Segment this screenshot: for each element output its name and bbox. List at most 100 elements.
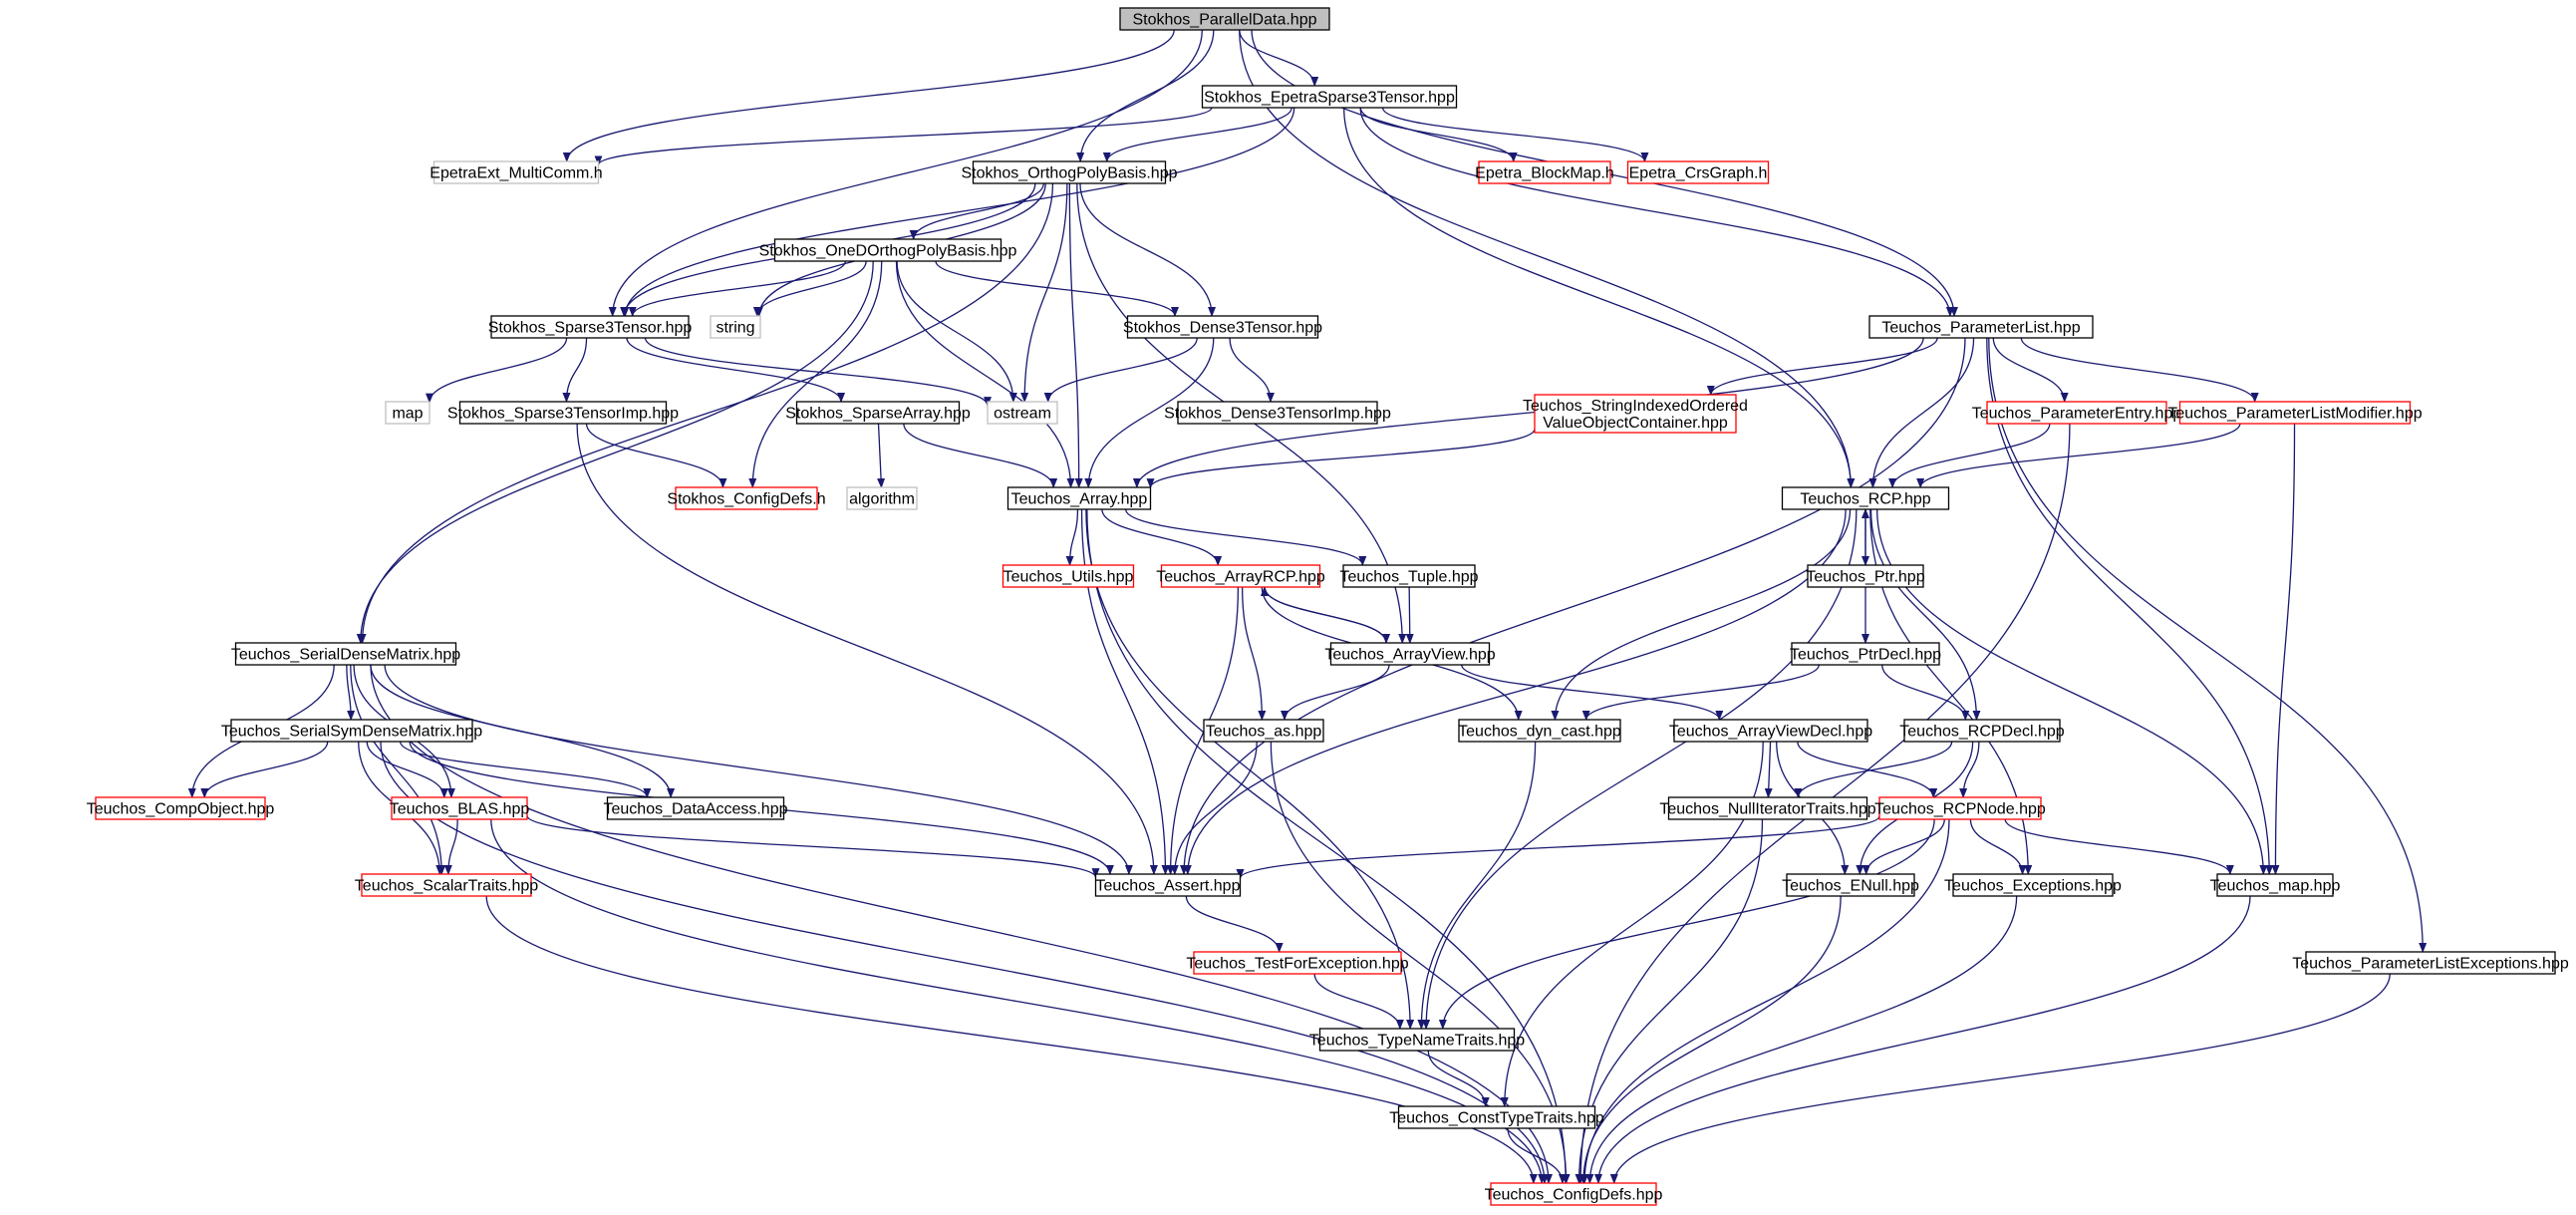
edge-n0-to-n1	[1239, 29, 1319, 87]
graph-node-n34[interactable]: Teuchos_RCPDecl.hpp	[1899, 719, 2065, 743]
edge-n21-to-n41	[1080, 508, 1170, 875]
graph-node-n5[interactable]: Epetra_CrsGraph.h	[1626, 160, 1770, 184]
edge-n6-to-n8	[752, 260, 867, 317]
node-label: Teuchos_RCPDecl.hpp	[1899, 724, 2065, 741]
edge-n39-to-n44	[2004, 818, 2234, 875]
graph-node-n19: algorithm	[846, 486, 918, 510]
graph-node-n42[interactable]: Teuchos_ENull.hpp	[1782, 873, 1919, 897]
graph-node-n24[interactable]: Teuchos_ArrayRCP.hpp	[1156, 564, 1325, 588]
graph-node-n31[interactable]: Teuchos_as.hpp	[1203, 719, 1324, 743]
edge-n28-to-n24	[1261, 586, 1387, 644]
edge-n7-to-n11	[426, 337, 568, 404]
edge-n28-to-n31	[1281, 664, 1390, 721]
edge-n30-to-n35	[200, 741, 329, 798]
graph-node-n10[interactable]: Teuchos_ParameterList.hpp	[1868, 315, 2094, 339]
graph-node-n47[interactable]: Teuchos_TypeNameTraits.hpp	[1309, 1028, 1526, 1052]
node-box	[1160, 564, 1321, 588]
node-box	[1094, 873, 1242, 897]
node-box	[846, 486, 918, 510]
graph-node-n49[interactable]: Teuchos_ConfigDefs.hpp	[1485, 1182, 1663, 1206]
graph-node-n29[interactable]: Teuchos_PtrDecl.hpp	[1790, 642, 1941, 666]
graph-node-n25[interactable]: Teuchos_Tuple.hpp	[1339, 564, 1479, 588]
node-box	[1458, 719, 1621, 743]
node-box	[1791, 642, 1940, 666]
edge-n3-to-n27	[358, 182, 1054, 644]
graph-node-n7[interactable]: Stokhos_Sparse3Tensor.hpp	[488, 315, 693, 339]
graph-node-n35[interactable]: Teuchos_CompObject.hpp	[87, 796, 275, 820]
node-label: Stokhos_Sparse3TensorImp.hpp	[447, 406, 679, 423]
graph-node-n14: ostream	[987, 401, 1058, 425]
graph-node-n17[interactable]: Teuchos_ParameterEntry.hpp	[1972, 401, 2182, 425]
node-box	[1667, 796, 1868, 820]
node-box	[2305, 951, 2556, 975]
edge-n3-to-n21	[1068, 182, 1083, 488]
graph-node-n4[interactable]: Epetra_BlockMap.h	[1475, 160, 1614, 184]
node-box	[490, 315, 690, 339]
graph-node-n40[interactable]: Teuchos_ScalarTraits.hpp	[355, 873, 538, 897]
graph-node-n44[interactable]: Teuchos_map.hpp	[2210, 873, 2341, 897]
edge-n27-to-n40	[350, 664, 446, 875]
node-box	[606, 796, 785, 820]
graph-node-n18[interactable]: Teuchos_ParameterListModifier.hpp	[2167, 401, 2423, 425]
edge-n30-to-n36	[366, 741, 448, 798]
graph-node-n46[interactable]: Teuchos_ParameterListExceptions.hpp	[2292, 951, 2569, 975]
graph-node-n33[interactable]: Teuchos_ArrayViewDecl.hpp	[1669, 719, 1872, 743]
node-box	[1868, 315, 2094, 339]
node-box	[1626, 160, 1770, 184]
graph-node-n23[interactable]: Teuchos_Utils.hpp	[1002, 564, 1135, 588]
graph-node-n1[interactable]: Stokhos_EpetraSparse3Tensor.hpp	[1201, 85, 1458, 109]
graph-node-n36[interactable]: Teuchos_BLAS.hpp	[390, 796, 530, 820]
graph-node-n12[interactable]: Stokhos_Sparse3TensorImp.hpp	[447, 401, 679, 425]
graph-node-n41[interactable]: Teuchos_Assert.hpp	[1094, 873, 1242, 897]
edge-n12-to-n20	[585, 423, 727, 488]
graph-node-n20[interactable]: Stokhos_ConfigDefs.h	[667, 486, 826, 510]
graph-node-n21[interactable]: Teuchos_Array.hpp	[1006, 486, 1152, 510]
edge-n1-to-n22	[1343, 107, 1856, 488]
edge-n6-to-n27	[356, 260, 874, 644]
graph-node-n32[interactable]: Teuchos_dyn_cast.hpp	[1458, 719, 1621, 743]
edge-n13-to-n19	[877, 423, 886, 488]
graph-node-n38[interactable]: Teuchos_NullIteratorTraits.hpp	[1659, 796, 1876, 820]
edge-n10-to-n22	[1868, 337, 1975, 488]
graph-node-n3[interactable]: Stokhos_OrthogPolyBasis.hpp	[961, 160, 1178, 184]
node-label: Teuchos_Exceptions.hpp	[1944, 878, 2122, 895]
node-label: Teuchos_RCPNode.hpp	[1874, 801, 2046, 818]
edge-n39-to-n49	[1580, 818, 1950, 1184]
graph-node-n30[interactable]: Teuchos_SerialSymDenseMatrix.hpp	[221, 719, 482, 743]
node-box	[1006, 486, 1152, 510]
edge-n7-to-n13	[626, 337, 845, 403]
node-label: Teuchos_Tuple.hpp	[1339, 569, 1478, 586]
graph-node-n27[interactable]: Teuchos_SerialDenseMatrix.hpp	[231, 642, 460, 666]
graph-node-n37[interactable]: Teuchos_DataAccess.hpp	[604, 796, 788, 820]
node-label: Teuchos_TypeNameTraits.hpp	[1309, 1033, 1526, 1050]
graph-node-n43[interactable]: Teuchos_Exceptions.hpp	[1944, 873, 2122, 897]
node-box	[972, 160, 1167, 184]
graph-node-n13[interactable]: Stokhos_SparseArray.hpp	[785, 401, 971, 425]
graph-node-n6[interactable]: Stokhos_OneDOrthogPolyBasis.hpp	[759, 238, 1017, 262]
edge-n27-to-n49	[370, 664, 1553, 1184]
edge-n36-to-n41	[526, 815, 1100, 879]
graph-node-n16[interactable]: Teuchos_StringIndexedOrderedValueObjectC…	[1523, 394, 1748, 434]
graph-node-n45[interactable]: Teuchos_TestForException.hpp	[1186, 951, 1409, 975]
node-box	[1478, 160, 1611, 184]
node-box	[1673, 719, 1868, 743]
edge-n21-to-n47	[1085, 508, 1415, 1030]
node-box	[1878, 796, 2042, 820]
edge-n29-to-n32	[1581, 664, 1820, 721]
graph-node-n15[interactable]: Stokhos_Dense3TensorImp.hpp	[1164, 401, 1391, 425]
node-label: Stokhos_Dense3TensorImp.hpp	[1164, 406, 1391, 423]
edge-n1-to-n7	[621, 107, 1295, 317]
graph-node-n48[interactable]: Teuchos_ConstTypeTraits.hpp	[1389, 1105, 1604, 1129]
node-label: Teuchos_StringIndexedOrdered	[1523, 398, 1748, 415]
graph-node-n26[interactable]: Teuchos_Ptr.hpp	[1806, 564, 1925, 588]
graph-node-n39[interactable]: Teuchos_RCPNode.hpp	[1874, 796, 2046, 820]
edge-n1-to-n2	[594, 107, 1213, 166]
graph-node-n28[interactable]: Teuchos_ArrayView.hpp	[1324, 642, 1496, 666]
edge-n32-to-n47	[1417, 741, 1537, 1030]
edge-n22-to-n32	[1551, 508, 1852, 721]
graph-node-n0[interactable]: Stokhos_ParallelData.hpp	[1119, 7, 1330, 31]
node-label: Teuchos_dyn_cast.hpp	[1458, 724, 1621, 741]
graph-node-n9[interactable]: Stokhos_Dense3Tensor.hpp	[1123, 315, 1322, 339]
graph-node-n22[interactable]: Teuchos_RCP.hpp	[1781, 486, 1950, 510]
